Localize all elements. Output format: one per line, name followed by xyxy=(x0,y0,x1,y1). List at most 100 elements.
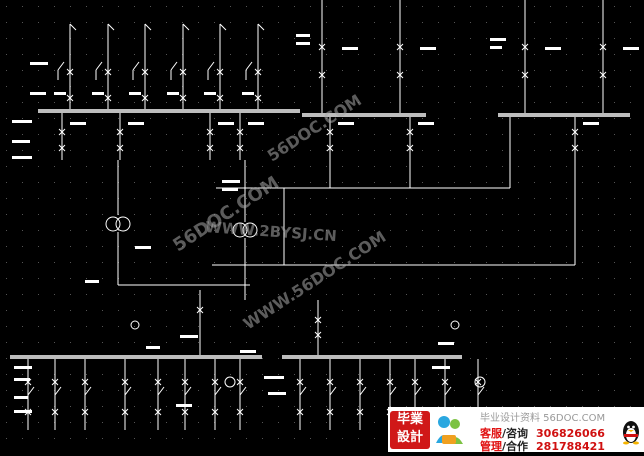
breaker-stroke xyxy=(51,378,59,386)
grid-dot xyxy=(534,134,535,135)
grid-dot xyxy=(614,182,615,183)
lower-breaker xyxy=(386,378,394,386)
grid-dot xyxy=(566,166,567,167)
grid-dot xyxy=(598,86,599,87)
grid-dot xyxy=(22,422,23,423)
grid-dot xyxy=(566,38,567,39)
grid-dot xyxy=(598,134,599,135)
grid-dot xyxy=(486,230,487,231)
grid-dot xyxy=(214,230,215,231)
grid-dot xyxy=(198,198,199,199)
grid-dot xyxy=(614,86,615,87)
grid-dot xyxy=(390,294,391,295)
grid-dot xyxy=(70,422,71,423)
breaker-stroke xyxy=(58,128,66,136)
feeder-breaker xyxy=(141,68,149,76)
grid-dot xyxy=(470,86,471,87)
grid-dot xyxy=(214,166,215,167)
grid-dot xyxy=(86,214,87,215)
grid-dot xyxy=(198,310,199,311)
lower-breaker xyxy=(441,378,449,386)
grid-dot xyxy=(342,294,343,295)
grid-dot xyxy=(150,118,151,119)
grid-dot xyxy=(454,374,455,375)
grid-dot xyxy=(550,70,551,71)
grid-dot xyxy=(550,294,551,295)
grid-dot xyxy=(150,422,151,423)
grid-dot xyxy=(454,166,455,167)
grid-dot xyxy=(214,278,215,279)
feeder-arrow xyxy=(219,23,227,31)
breaker-stroke xyxy=(326,144,334,152)
grid-dot xyxy=(246,390,247,391)
grid-dot xyxy=(502,294,503,295)
grid-dot xyxy=(262,118,263,119)
grid-dot xyxy=(502,230,503,231)
feeder-arrow xyxy=(107,23,115,31)
grid-dot xyxy=(582,390,583,391)
grid-dot xyxy=(342,134,343,135)
grid-dot xyxy=(358,6,359,7)
lower-label xyxy=(14,396,28,399)
drop-breaker xyxy=(58,144,66,152)
grid-dot xyxy=(214,22,215,23)
lower-breaker xyxy=(81,378,89,386)
grid-dot xyxy=(438,86,439,87)
grid-dot xyxy=(454,198,455,199)
grid-dot xyxy=(22,438,23,439)
drop-breaker xyxy=(206,144,214,152)
grid-dot xyxy=(326,198,327,199)
grid-dot xyxy=(454,182,455,183)
grid-dot xyxy=(22,6,23,7)
grid-dot xyxy=(166,38,167,39)
grid-dot xyxy=(342,342,343,343)
grid-dot xyxy=(534,38,535,39)
grid-dot xyxy=(198,342,199,343)
drop-breaker xyxy=(571,128,579,136)
grid-dot xyxy=(118,374,119,375)
drop-breaker xyxy=(571,144,579,152)
grid-dot xyxy=(454,214,455,215)
grid-dot xyxy=(166,6,167,7)
grid-dot xyxy=(502,150,503,151)
grid-dot xyxy=(342,118,343,119)
transformer-winding xyxy=(242,222,258,238)
grid-dot xyxy=(166,182,167,183)
grid-dot xyxy=(198,230,199,231)
grid-dot xyxy=(534,54,535,55)
drop-label xyxy=(12,156,32,159)
grid-dot xyxy=(230,118,231,119)
breaker-stroke xyxy=(571,144,579,152)
grid-dot xyxy=(518,342,519,343)
grid-dot xyxy=(614,374,615,375)
grid-dot xyxy=(6,214,7,215)
feeder-switch xyxy=(132,61,140,71)
grid-dot xyxy=(598,262,599,263)
grid-dot xyxy=(6,294,7,295)
grid-dot xyxy=(438,214,439,215)
grid-dot xyxy=(582,342,583,343)
contact-2-label: 管理 xyxy=(480,440,502,453)
grid-dot xyxy=(102,102,103,103)
grid-dot xyxy=(262,22,263,23)
grid-dot xyxy=(134,326,135,327)
grid-dot xyxy=(374,262,375,263)
grid-dot xyxy=(502,406,503,407)
grid-dot xyxy=(342,22,343,23)
feeder-switch xyxy=(245,61,253,71)
drop-breaker xyxy=(326,128,334,136)
grid-dot xyxy=(502,390,503,391)
grid-dot xyxy=(390,70,391,71)
grid-dot xyxy=(598,182,599,183)
grid-dot xyxy=(198,374,199,375)
grid-dot xyxy=(374,118,375,119)
grid-dot xyxy=(566,70,567,71)
feeder-label xyxy=(242,92,254,95)
grid-dot xyxy=(614,102,615,103)
feeder-arrow xyxy=(144,23,152,31)
grid-dot xyxy=(262,390,263,391)
tx-label xyxy=(222,188,238,191)
grid-dot xyxy=(550,198,551,199)
grid-dot xyxy=(470,150,471,151)
